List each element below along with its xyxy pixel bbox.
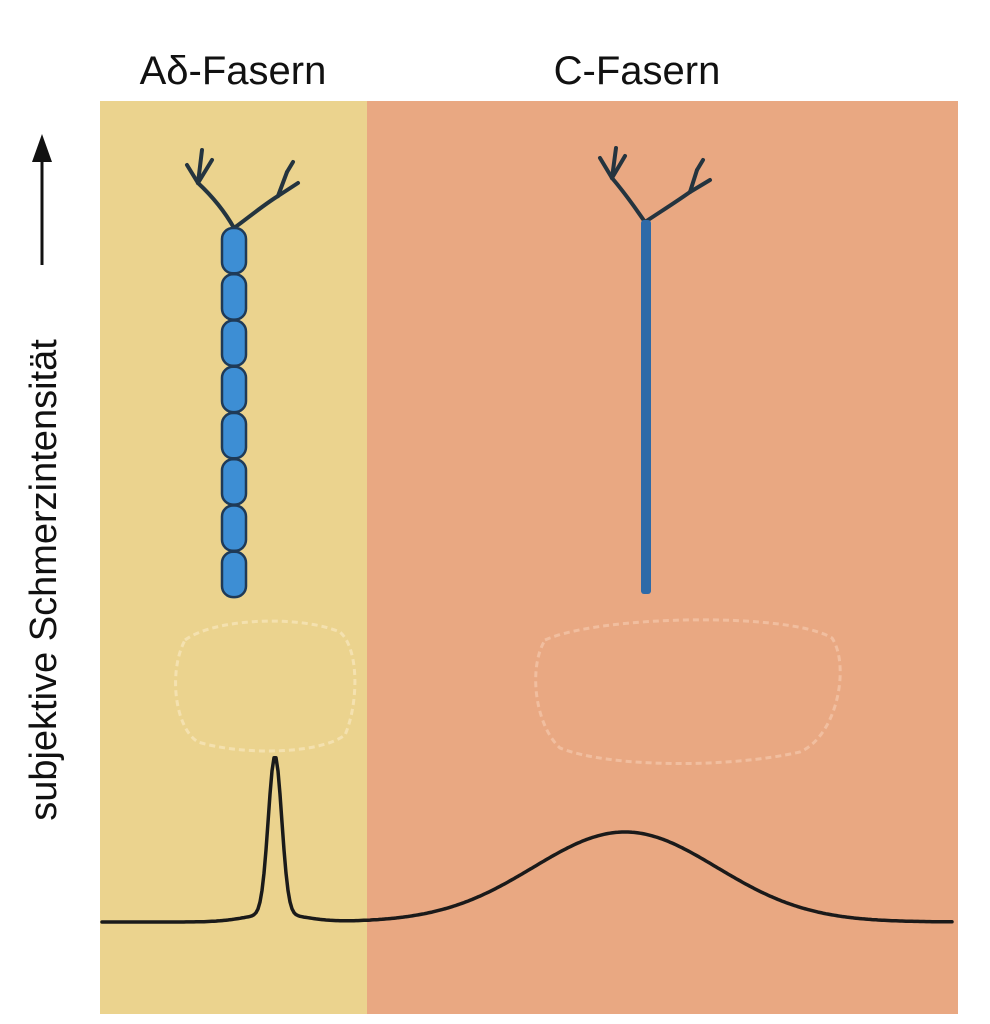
myelinated-neuron-icon	[185, 148, 300, 599]
myelin-segments	[220, 226, 248, 599]
myelin-segment	[220, 319, 248, 368]
myelin-segment	[220, 365, 248, 414]
myelin-segment	[220, 226, 248, 275]
a-delta-faint-outline	[174, 619, 357, 753]
pain-intensity-curve	[100, 755, 954, 924]
y-axis-label: subjektive Schmerzintensität	[23, 339, 65, 821]
c-fiber-axon	[641, 220, 651, 594]
myelin-segment	[220, 411, 248, 460]
myelin-segment	[220, 550, 248, 599]
c-fiber-faint-outline	[534, 618, 842, 765]
a-delta-label: Aδ-Fasern	[140, 49, 327, 93]
unmyelinated-neuron-icon	[598, 146, 712, 594]
a-delta-dendrites	[185, 148, 300, 230]
c-fiber-dendrites	[598, 146, 712, 224]
myelin-segment	[220, 458, 248, 506]
c-fiber-label: C-Fasern	[554, 49, 721, 93]
up-arrow-icon	[32, 134, 52, 265]
myelin-segment	[220, 504, 248, 553]
myelin-segment	[220, 273, 248, 321]
c-fiber-region	[367, 101, 958, 1014]
